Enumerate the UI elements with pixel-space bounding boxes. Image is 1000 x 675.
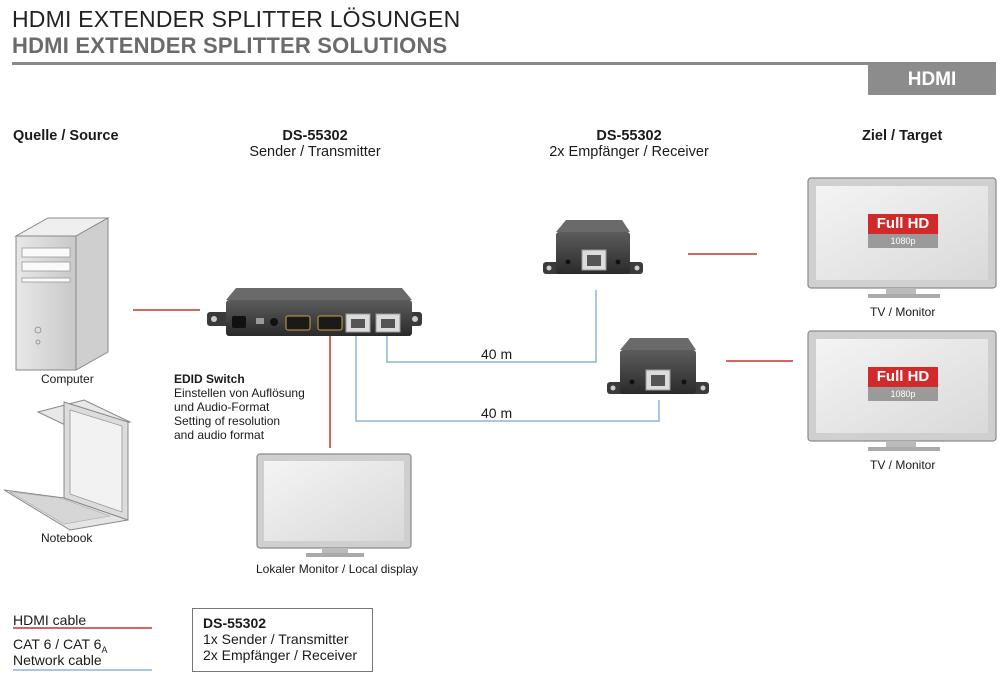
sender-heading: DS-55302 Sender / Transmitter	[215, 128, 415, 160]
local-monitor	[256, 453, 412, 557]
tv2-label: TV / Monitor	[870, 458, 936, 472]
tv-monitor-2	[807, 330, 997, 451]
legend-cat-text: CAT 6 / CAT 6	[13, 636, 102, 652]
sender-model: DS-55302	[282, 128, 348, 144]
tv2-1080p-label: 1080p	[890, 389, 916, 399]
computer-icon	[14, 217, 110, 371]
hdmi-badge: HDMI	[868, 65, 996, 95]
legend-network-label: Network cable	[13, 652, 102, 668]
notebook-icon	[3, 399, 132, 531]
legend-cat-label: CAT 6 / CAT 6A	[13, 636, 107, 655]
hdmi-cables	[133, 253, 793, 448]
network-cables	[355, 290, 660, 422]
cable-distance-2: 40 m	[481, 405, 513, 421]
tv1-fullhd-badge: Full HD	[876, 215, 930, 232]
tv1-label: TV / Monitor	[870, 305, 936, 319]
receiver-device-1	[543, 220, 643, 274]
edid-line-3: Setting of resolution	[174, 414, 281, 428]
receiver-model: DS-55302	[596, 128, 662, 144]
edid-line-4: and audio format	[174, 428, 265, 442]
tv2-fullhd-badge: Full HD	[876, 368, 930, 385]
legend-cat-subscript: A	[101, 644, 108, 655]
receiver-device-2	[607, 338, 709, 394]
computer-label: Computer	[41, 372, 94, 386]
receiver-heading: DS-55302 2x Empfänger / Receiver	[529, 128, 729, 160]
infobox-line-2: 2x Empfänger / Receiver	[203, 647, 358, 663]
cable-distance-1: 40 m	[481, 346, 513, 362]
local-display-label: Lokaler Monitor / Local display	[256, 562, 419, 576]
infobox-line-1: 1x Sender / Transmitter	[203, 631, 349, 647]
page-title-de: HDMI EXTENDER SPLITTER LÖSUNGEN	[12, 6, 461, 32]
transmitter-device	[207, 288, 422, 336]
infobox-model: DS-55302	[203, 615, 267, 631]
package-info-box: DS-55302 1x Sender / Transmitter 2x Empf…	[192, 608, 373, 672]
sender-role: Sender / Transmitter	[249, 144, 381, 160]
tv-monitor-1	[807, 177, 997, 298]
tv1-1080p-label: 1080p	[890, 236, 916, 246]
source-heading: Quelle / Source	[13, 128, 119, 144]
network-cable-1	[386, 290, 597, 363]
legend-hdmi-label: HDMI cable	[13, 612, 87, 628]
receiver-role: 2x Empfänger / Receiver	[549, 144, 709, 160]
edid-line-2: und Audio-Format	[174, 400, 270, 414]
page-title-en: HDMI EXTENDER SPLITTER SOLUTIONS	[12, 33, 448, 58]
title-divider	[12, 62, 996, 65]
network-cable-2	[355, 336, 660, 422]
edid-line-1: Einstellen von Auflösung	[174, 386, 305, 400]
edid-note: EDID Switch Einstellen von Auflösung und…	[174, 372, 305, 442]
edid-title: EDID Switch	[174, 372, 245, 386]
target-heading: Ziel / Target	[862, 128, 943, 144]
notebook-label: Notebook	[41, 531, 93, 545]
